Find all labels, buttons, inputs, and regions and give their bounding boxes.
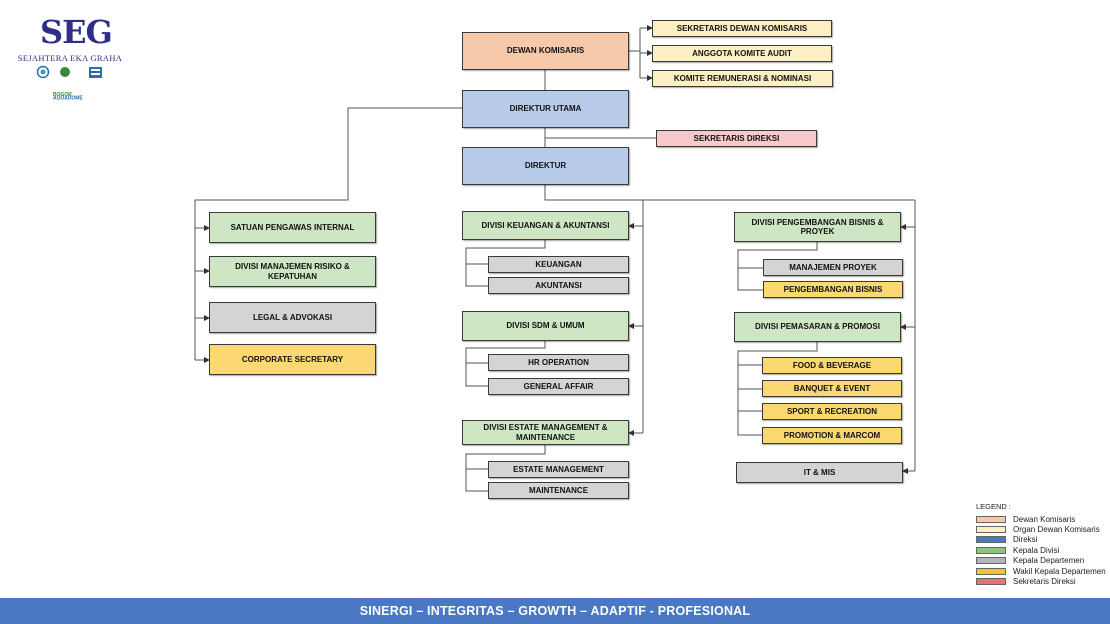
legend-row: Direksi — [976, 535, 1106, 545]
node-sport-recreation: SPORT & RECREATION — [762, 403, 902, 420]
legend-swatch — [976, 515, 1006, 523]
node-food-beverage: FOOD & BEVERAGE — [762, 357, 902, 374]
legend-swatch — [976, 567, 1006, 575]
footer-banner: SINERGI – INTEGRITAS – GROWTH – ADAPTIF … — [0, 598, 1110, 624]
node-manajemen-proyek: MANAJEMEN PROYEK — [763, 259, 903, 276]
legend-swatch — [976, 557, 1006, 565]
node-divisi-pemasaran: DIVISI PEMASARAN & PROMOSI — [734, 312, 901, 342]
legend-label: Wakil Kepala Departemen — [1013, 566, 1106, 576]
node-satuan-pengawas-internal: SATUAN PENGAWAS INTERNAL — [209, 212, 376, 243]
legend-row: Kepala Departemen — [976, 556, 1106, 566]
legend-label: Sekretaris Direksi — [1013, 577, 1076, 587]
node-corporate-secretary: CORPORATE SECRETARY — [209, 344, 376, 375]
node-divisi-estate: DIVISI ESTATE MANAGEMENT & MAINTENANCE — [462, 420, 629, 445]
legend-label: Dewan Komisaris — [1013, 514, 1076, 524]
node-direktur: DIREKTUR — [462, 147, 629, 185]
legend-label: Kepala Departemen — [1013, 556, 1085, 566]
legend-row: Dewan Komisaris — [976, 514, 1106, 524]
node-akuntansi: AKUNTANSI — [488, 277, 629, 294]
company-logo: SEG SEJAHTERA EKA GRAHA BOGOR AQUADOME — [0, 0, 140, 110]
node-legal-advokasi: LEGAL & ADVOKASI — [209, 302, 376, 333]
node-komite-remunerasi: KOMITE REMUNERASI & NOMINASI — [652, 70, 833, 87]
node-dewan-komisaris: DEWAN KOMISARIS — [462, 32, 629, 70]
legend-row: Sekretaris Direksi — [976, 576, 1106, 586]
node-divisi-manajemen-risiko: DIVISI MANAJEMEN RISIKO & KEPATUHAN — [209, 256, 376, 287]
logo-subtitle: SEJAHTERA EKA GRAHA — [17, 53, 123, 63]
legend-row: Kepala Divisi — [976, 545, 1106, 555]
legend-label: Organ Dewan Komisaris — [1013, 525, 1100, 535]
node-divisi-pengembangan: DIVISI PENGEMBANGAN BISNIS & PROYEK — [734, 212, 901, 242]
node-divisi-sdm: DIVISI SDM & UMUM — [462, 311, 629, 341]
node-promotion-marcom: PROMOTION & MARCOM — [762, 427, 902, 444]
node-keuangan: KEUANGAN — [488, 256, 629, 273]
svg-text:BOGOR: BOGOR — [53, 92, 72, 98]
legend-swatch — [976, 546, 1006, 554]
node-sekretaris-direksi: SEKRETARIS DIREKSI — [656, 130, 817, 147]
node-general-affair: GENERAL AFFAIR — [488, 378, 629, 395]
node-it-mis: IT & MIS — [736, 462, 903, 483]
sub-logos-icon: BOGOR AQUADOME — [36, 65, 102, 101]
legend-swatch — [976, 526, 1006, 534]
node-hr-operation: HR OPERATION — [488, 354, 629, 371]
legend-title: LEGEND : — [976, 502, 1012, 511]
node-pengembangan-bisnis: PENGEMBANGAN BISNIS — [763, 281, 903, 298]
legend-row: Wakil Kepala Departemen — [976, 566, 1106, 576]
legend-swatch — [976, 536, 1006, 544]
node-sekretaris-dewan-komisaris: SEKRETARIS DEWAN KOMISARIS — [652, 20, 832, 37]
legend-swatch — [976, 578, 1006, 586]
node-banquet-event: BANQUET & EVENT — [762, 380, 902, 397]
legend-label: Kepala Divisi — [1013, 545, 1060, 555]
node-divisi-keuangan: DIVISI KEUANGAN & AKUNTANSI — [462, 211, 629, 240]
node-anggota-komite-audit: ANGGOTA KOMITE AUDIT — [652, 45, 832, 62]
logo-mark: SEG — [40, 13, 113, 51]
node-maintenance: MAINTENANCE — [488, 482, 629, 499]
node-direktur-utama: DIREKTUR UTAMA — [462, 90, 629, 128]
legend-label: Direksi — [1013, 535, 1038, 545]
legend-row: Organ Dewan Komisaris — [976, 524, 1106, 534]
svg-text:AQUADOME: AQUADOME — [53, 96, 83, 101]
node-estate-management: ESTATE MANAGEMENT — [488, 461, 629, 478]
